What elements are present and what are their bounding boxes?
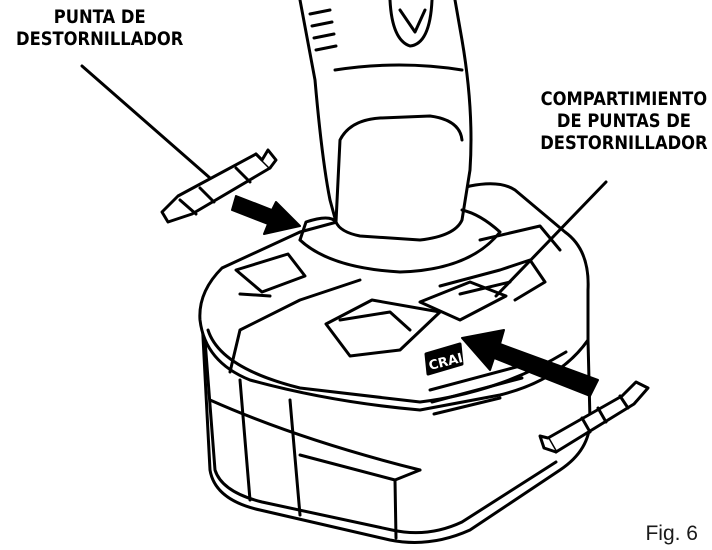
compartment-label-line: COMPARTIMIENTO	[541, 88, 708, 110]
bit-label-line: PUNTA DE	[53, 6, 146, 28]
bit-compartment	[324, 224, 562, 358]
screwdriver-bit-icon	[160, 148, 278, 224]
drill-handle	[298, 0, 502, 274]
bit-label: PUNTA DE DESTORNILLADOR	[16, 6, 183, 50]
brand-badge: CRAI	[424, 342, 524, 416]
insert-arrow-bottom	[461, 329, 599, 397]
figure-caption: Fig. 6	[645, 522, 698, 545]
screwdriver-bit-icon	[538, 380, 650, 454]
bit-leader-line	[80, 64, 212, 180]
bit-label-line: DESTORNILLADOR	[16, 28, 184, 50]
compartment-label: COMPARTIMIENTO DE PUNTAS DE DESTORNILLAD…	[541, 88, 708, 154]
compartment-leader-line	[494, 180, 608, 298]
insert-arrow-top	[231, 195, 301, 235]
compartment-label-line: DE PUNTAS DE	[557, 110, 692, 132]
compartment-label-line: DESTORNILLADOR	[540, 132, 708, 154]
